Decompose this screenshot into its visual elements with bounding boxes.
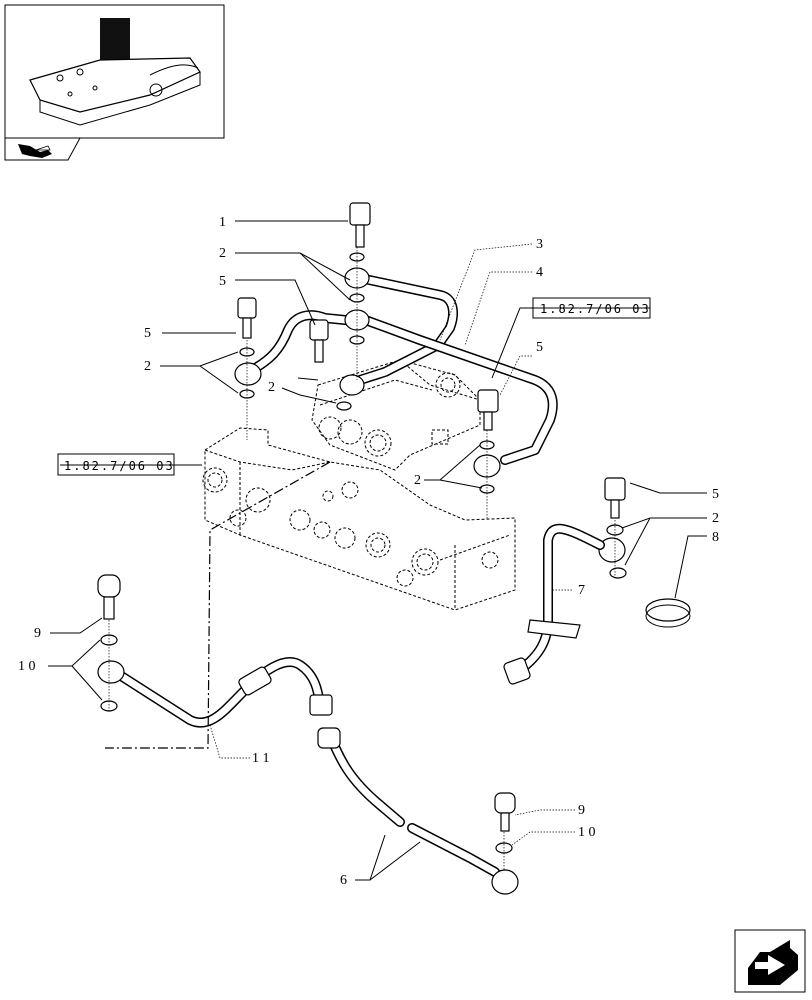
callout-2: 2 [144, 359, 151, 374]
pipe-3 [355, 273, 458, 385]
callout-6: 6 [340, 873, 347, 888]
reference-label: 1.82.7/06 03 [540, 302, 651, 316]
callout-5: 5 [144, 326, 151, 341]
callout-10: 1 0 [18, 659, 36, 674]
callout-7: 7 [578, 583, 585, 598]
callout-2: 2 [712, 511, 719, 526]
reference-label: 1.82.7/06 03 [64, 459, 175, 473]
callout-11: 1 1 [252, 751, 270, 766]
bolt [97, 202, 626, 832]
pipe-11 [97, 657, 333, 728]
thumbnail-frame[interactable] [4, 4, 225, 139]
leader-lines [48, 220, 707, 881]
callout-labels: 1 2 5 5 2 2 3 4 5 2 5 2 8 7 9 1 0 1 1 9 … [18, 215, 719, 888]
callout-5: 5 [712, 487, 719, 502]
thumbnail-illustration [29, 18, 201, 126]
callout-9: 9 [578, 803, 585, 818]
callout-5: 5 [536, 340, 543, 355]
callout-2: 2 [219, 246, 226, 261]
assembly-section-icon[interactable] [4, 137, 81, 161]
pipe-4 [355, 313, 558, 465]
next-page-arrow-icon[interactable] [734, 929, 806, 993]
callout-3: 3 [536, 237, 543, 252]
alignment-line [105, 247, 616, 870]
callout-9: 9 [34, 626, 41, 641]
callout-1: 1 [219, 215, 226, 230]
reference-box-right[interactable]: 1.82.7/06 03 [532, 297, 651, 319]
lower-valve-block [202, 427, 516, 611]
hose-clamp [645, 598, 691, 628]
callout-4: 4 [536, 265, 543, 280]
callout-8: 8 [712, 530, 719, 545]
callout-2: 2 [268, 380, 275, 395]
pipe-7 [503, 523, 605, 685]
callout-10: 1 0 [578, 825, 596, 840]
reference-box-left[interactable]: 1.82.7/06 03 [57, 453, 175, 476]
upper-valve-block [311, 359, 481, 471]
pipe-5-loop [247, 310, 350, 375]
callout-5: 5 [219, 274, 226, 289]
hose-6 [317, 727, 519, 895]
callout-2: 2 [414, 473, 421, 488]
